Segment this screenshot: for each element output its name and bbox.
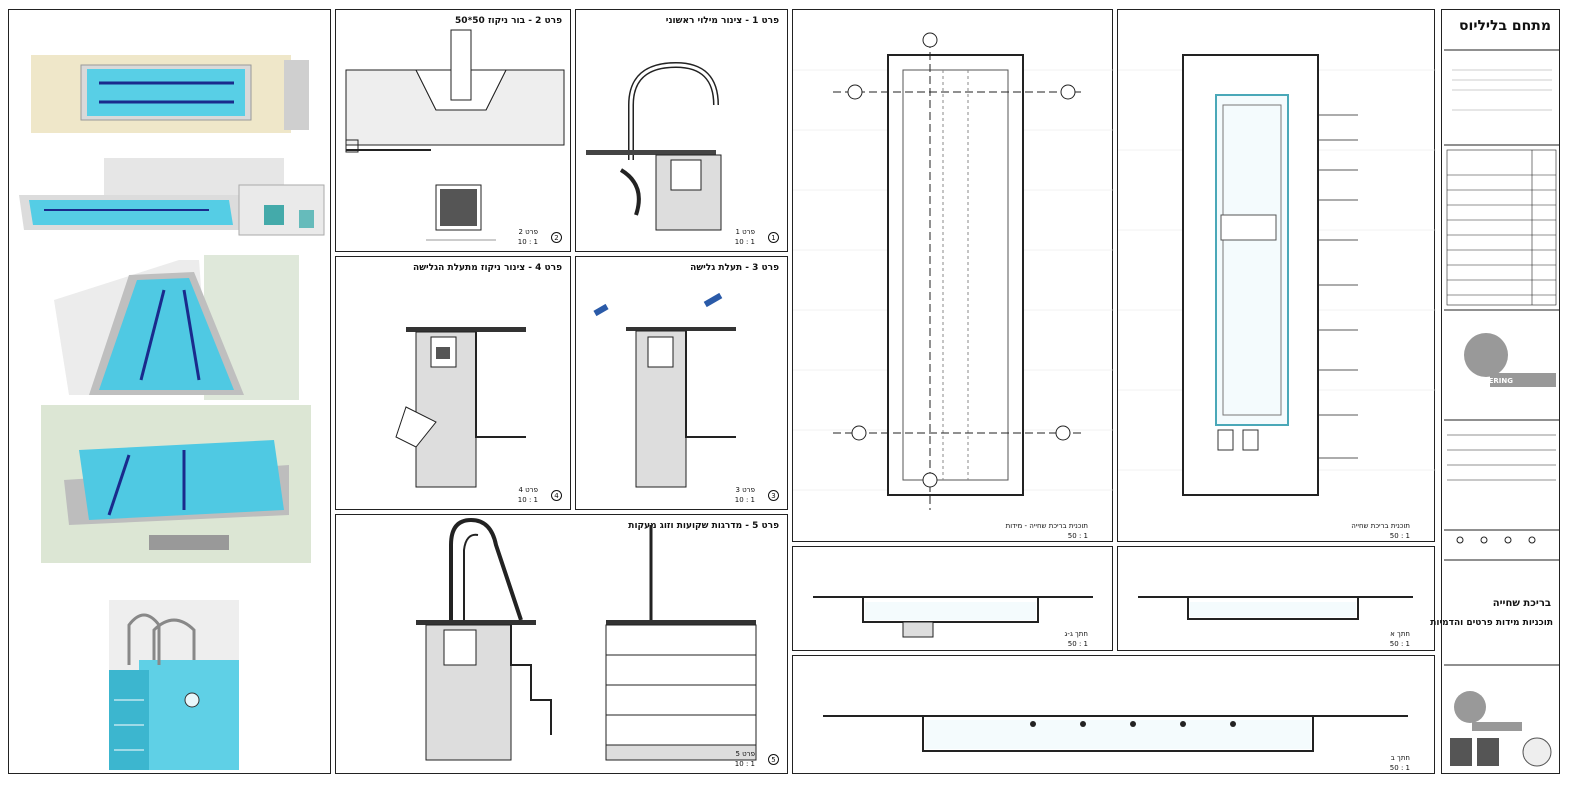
- detail-2-frame: פרט 2 - בור ניקוז 50*50 פרט 2 1 : 10 2: [335, 9, 571, 252]
- detail-5-title: פרט 5 - מדרגות שקועות וזוג מעקות: [628, 521, 779, 531]
- detail-5-number: 5: [768, 754, 779, 765]
- plan-main-scale: 1 : 50: [1389, 532, 1410, 540]
- detail-3-title: פרט 3 - תעלת גלישה: [690, 263, 779, 273]
- pool-basin: [1215, 94, 1289, 426]
- detail-1-frame: פרט 1 - צינור מילוי ראשוני פרט 1 1 : 10 …: [575, 9, 788, 252]
- section-b-drawing: [823, 715, 1408, 752]
- detail-1-drawing: [586, 61, 722, 231]
- detail-2-scale: 1 : 10: [517, 238, 538, 246]
- project-title: מתחם בליליוס: [1459, 18, 1551, 34]
- drawing-subtitle: תוכניות מידות פרטים והדמיות: [1430, 618, 1553, 628]
- detail-1-title: פרט 1 - צינור מילוי ראשוני: [665, 16, 779, 26]
- renders-panel: [8, 9, 331, 774]
- section-a-scale: 1 : 50: [1389, 640, 1410, 648]
- section-b-frame: חתך ב 1 : 50: [792, 655, 1435, 774]
- section-b-label: חתך ב: [1390, 754, 1410, 762]
- detail-4-title: פרט 4 - צינור ניקוז מתעלת הגלישה: [413, 263, 562, 273]
- section-c-frame: חתך ג-ג 1 : 50: [792, 546, 1113, 651]
- detail-4-frame: פרט 4 - צינור ניקוז מתעלת הגלישה פרט 4 1…: [335, 256, 571, 510]
- detail-3-scale: 1 : 10: [734, 496, 755, 504]
- render-3-water: [99, 278, 234, 390]
- title-block-lines: [1444, 49, 1559, 767]
- detail-5-scale: 1 : 10: [734, 760, 755, 768]
- detail-3-drawing: [593, 292, 736, 488]
- section-c-label: חתך ג-ג: [1064, 630, 1088, 638]
- company-logo-bottom: [1454, 691, 1486, 723]
- detail-3-number: 3: [768, 490, 779, 501]
- section-c-scale: 1 : 50: [1067, 640, 1088, 648]
- pool-renders: [19, 55, 325, 770]
- section-c-drawing: [813, 596, 1093, 638]
- detail-1-label: פרט 1: [735, 228, 755, 236]
- detail-3-frame: פרט 3 - תעלת גלישה פרט 3 1 : 10 3: [575, 256, 788, 510]
- plan-dimensions-title: תוכנית בריכת שחייה - מידות: [1005, 522, 1088, 530]
- drawing-name: בריכת שחייה: [1492, 598, 1551, 609]
- detail-5-label: פרט 5: [735, 750, 755, 758]
- detail-5-drawing: [416, 517, 757, 761]
- detail-2-drawing: [345, 29, 565, 241]
- section-b-scale: 1 : 50: [1389, 764, 1410, 772]
- detail-2-number: 2: [551, 232, 562, 243]
- render-4-water: [79, 440, 284, 520]
- detail-2-label: פרט 2: [518, 228, 538, 236]
- company-name: ENGINEERING: [1458, 377, 1513, 385]
- plan-main-drawing: [1118, 54, 1436, 496]
- render-5-water: [139, 660, 239, 770]
- detail-4-drawing: [395, 327, 526, 488]
- plan-dimensions-scale: 1 : 50: [1067, 532, 1088, 540]
- render-2-water: [29, 200, 233, 225]
- plan-dimensions-frame: תוכנית בריכת שחייה - מידות 1 : 50: [792, 9, 1114, 542]
- detail-5-frame: פרט 5 - מדרגות שקועות וזוג מעקות פרט 5 1…: [335, 514, 788, 774]
- section-a-frame: חתך א 1 : 50: [1117, 546, 1435, 651]
- detail-4-scale: 1 : 10: [517, 496, 538, 504]
- detail-2-title: פרט 2 - בור ניקוז 50*50: [455, 16, 562, 26]
- plan-main-title: תוכנית בריכת שחייה: [1351, 522, 1410, 530]
- plan-main-frame: תוכנית בריכת שחייה 1 : 50: [1117, 9, 1436, 542]
- detail-4-label: פרט 4: [518, 486, 538, 494]
- section-a-drawing: [1138, 596, 1413, 620]
- title-block: מתחם בליליוס: [1430, 9, 1560, 774]
- section-a-label: חתך א: [1390, 630, 1410, 638]
- detail-1-number: 1: [768, 232, 779, 243]
- company-logo-top: [1464, 333, 1508, 377]
- detail-1-scale: 1 : 10: [734, 238, 755, 246]
- detail-4-number: 4: [551, 490, 562, 501]
- render-1-water: [87, 69, 245, 116]
- detail-3-label: פרט 3: [735, 486, 755, 494]
- plan-dimensions-drawing: [793, 32, 1114, 510]
